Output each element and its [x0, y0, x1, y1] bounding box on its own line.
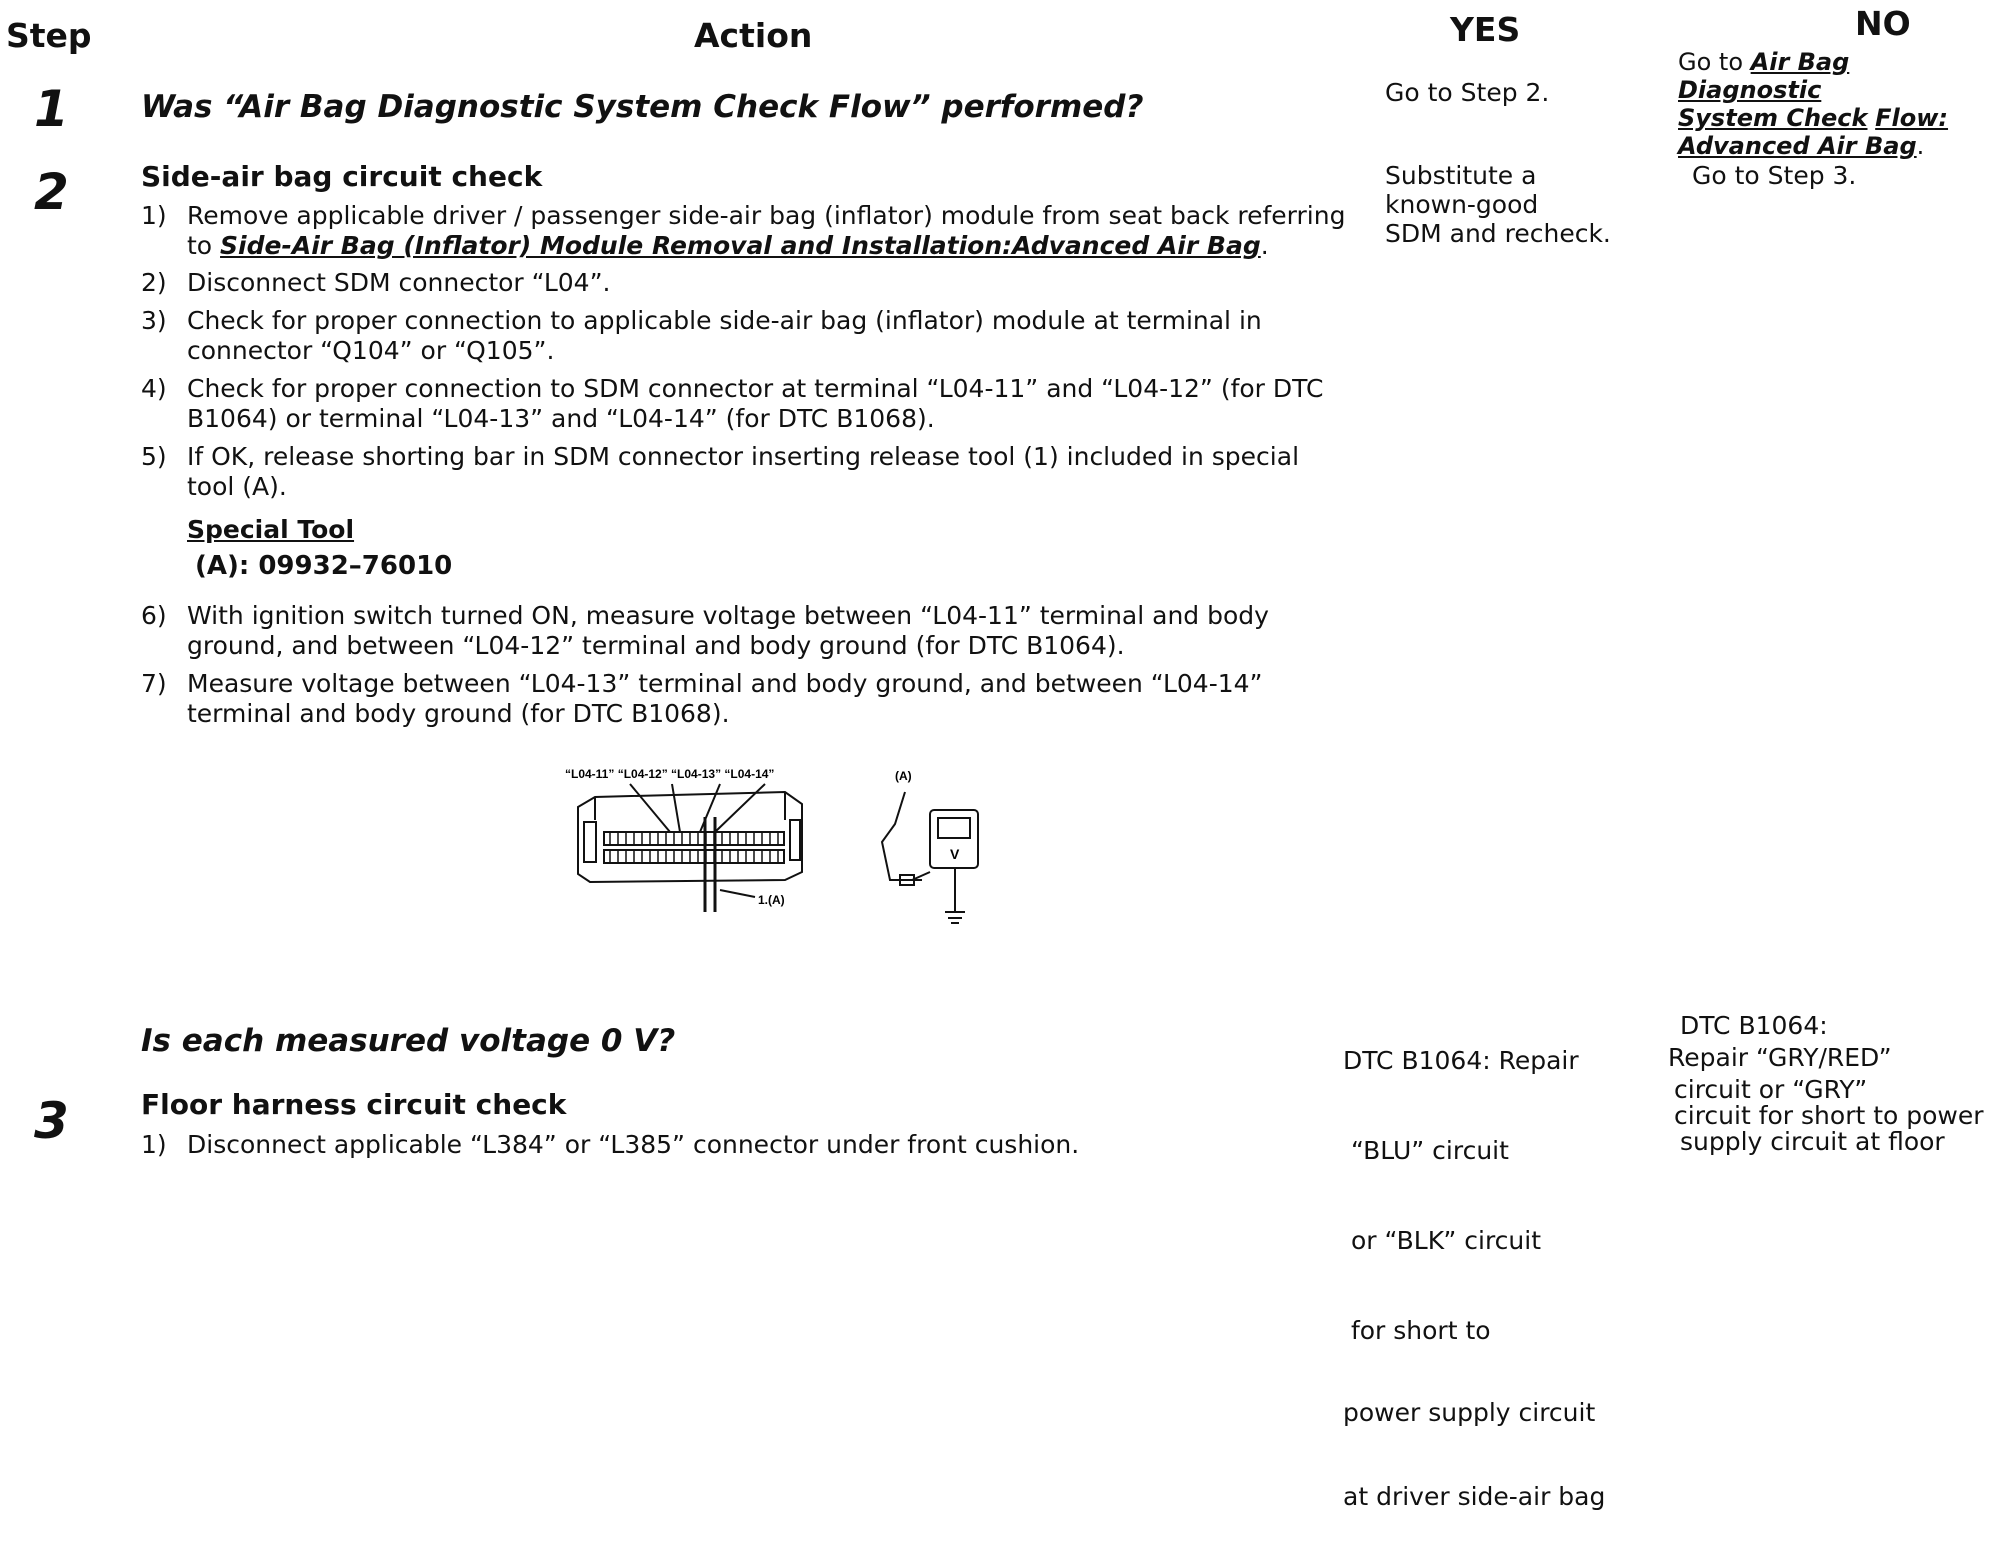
yes-line: SDM and recheck.	[1385, 219, 1611, 248]
step-1-no-link-end[interactable]: Advanced Air Bag	[1678, 132, 1917, 160]
item-text: Disconnect SDM connector “L04”.	[187, 268, 611, 297]
item-text-line2: ground, and between “L04-12” terminal an…	[187, 631, 1125, 660]
step-2-yes: Substitute a known-good SDM and recheck.	[1385, 161, 1611, 248]
no-line: Repair “GRY/RED”	[1668, 1043, 1892, 1072]
step-1-question: Was “Air Bag Diagnostic System Check Flo…	[141, 89, 1144, 125]
special-tool-value: (A): 09932–76010	[195, 551, 453, 581]
connector-icon	[577, 783, 803, 912]
item-text: If OK, release shorting bar in SDM conne…	[187, 442, 1300, 471]
voltmeter-v-label: V	[950, 846, 960, 862]
step-1-no-prefix: Go to	[1678, 48, 1751, 76]
item-text: Remove applicable driver / passenger sid…	[187, 201, 1346, 230]
no-line: circuit or “GRY”	[1674, 1075, 1868, 1104]
step-1-no-link[interactable]: Air Bag Diagnostic	[1678, 48, 1850, 104]
header-no: NO	[1855, 4, 1911, 43]
item-text: With ignition switch turned ON, measure …	[187, 601, 1269, 630]
step-2-item-6: 6) With ignition switch turned ON, measu…	[141, 601, 1401, 661]
step-2-item-4: 4) Check for proper connection to SDM co…	[141, 374, 1401, 434]
step-2-item-1: 1) Remove applicable driver / passenger …	[141, 201, 1401, 261]
step-1-no-suffix: .	[1916, 132, 1925, 160]
item-number: 3)	[141, 306, 167, 335]
no-line: supply circuit at floor	[1680, 1127, 1945, 1156]
yes-line: DTC B1064: Repair	[1343, 1046, 1579, 1075]
step-1-no: Go to Air Bag Diagnostic System Check Fl…	[1678, 48, 1998, 160]
step-2-item-3: 3) Check for proper connection to applic…	[141, 306, 1401, 366]
item-number: 2)	[141, 268, 167, 297]
step-3-no: DTC B1064: Repair “GRY/RED” circuit or “…	[1668, 1010, 1984, 1158]
yes-line: Substitute a	[1385, 161, 1537, 190]
item-number: 5)	[141, 442, 167, 471]
special-tool-label: Special Tool	[187, 515, 355, 544]
header-action: Action	[694, 16, 813, 55]
step-2-number: 2	[34, 163, 69, 221]
item-text-line2: tool (A).	[187, 472, 287, 501]
step-2-title: Side-air bag circuit check	[141, 160, 543, 193]
yes-line: “BLU” circuit	[1343, 1136, 1509, 1165]
item-text-line2: to Side-Air Bag (Inflator) Module Remova…	[187, 231, 1401, 261]
terminal-labels: “L04-11” “L04-12” “L04-13” “L04-14”	[565, 767, 774, 781]
step-3-title: Floor harness circuit check	[141, 1088, 567, 1121]
release-tool-label: 1.(A)	[758, 893, 785, 907]
step-2-question: Is each measured voltage 0 V?	[141, 1023, 676, 1059]
side-air-bag-removal-link[interactable]: Side-Air Bag (Inflator) Module Removal a…	[220, 231, 1261, 260]
no-line: circuit for short to power	[1674, 1101, 1984, 1130]
step-1-no-link-cont[interactable]: System Check	[1678, 104, 1868, 132]
yes-line: for short to	[1343, 1316, 1491, 1345]
item-text-line2: connector “Q104” or “Q105”.	[187, 336, 555, 365]
item-text: Measure voltage between “L04-13” termina…	[187, 669, 1263, 698]
sdm-connector-figure: “L04-11” “L04-12” “L04-13” “L04-14” (A) …	[565, 767, 979, 924]
header-step: Step	[6, 16, 92, 55]
yes-line: or “BLK” circuit	[1343, 1226, 1542, 1255]
yes-line: power supply circuit	[1343, 1398, 1596, 1427]
item-number: 1)	[141, 201, 167, 230]
voltmeter-icon	[880, 791, 979, 924]
step-1-no-link-flow[interactable]: Flow:	[1875, 104, 1949, 132]
step-2-item-7: 7) Measure voltage between “L04-13” term…	[141, 669, 1401, 729]
step-1-number: 1	[34, 80, 69, 138]
item-number: 7)	[141, 669, 167, 698]
item-number: 1)	[141, 1130, 167, 1159]
step-1-yes: Go to Step 2.	[1385, 78, 1550, 107]
yes-line: at driver side-air bag	[1343, 1482, 1606, 1511]
item-text: Disconnect applicable “L384” or “L385” c…	[187, 1130, 1080, 1159]
step-3-item-1: 1) Disconnect applicable “L384” or “L385…	[141, 1130, 1401, 1160]
item-text: Check for proper connection to SDM conne…	[187, 374, 1324, 403]
step-3-yes: DTC B1064: Repair “BLU” circuit or “BLK”…	[1343, 986, 1605, 1542]
item-text-line2: B1064) or terminal “L04-13” and “L04-14”…	[187, 404, 935, 433]
item-text-suffix: .	[1260, 231, 1269, 260]
no-line: DTC B1064:	[1680, 1011, 1828, 1040]
step-2-item-2: 2) Disconnect SDM connector “L04”.	[141, 268, 1401, 298]
step-3-number: 3	[34, 1092, 69, 1150]
item-text-line2: terminal and body ground (for DTC B1068)…	[187, 699, 730, 728]
header-yes: YES	[1450, 10, 1521, 49]
step-2-no: Go to Step 3.	[1692, 161, 1857, 190]
item-number: 6)	[141, 601, 167, 630]
tool-a-label: (A)	[895, 769, 912, 783]
item-text-prefix: to	[187, 231, 221, 260]
step-2-item-5: 5) If OK, release shorting bar in SDM co…	[141, 442, 1401, 502]
item-text: Check for proper connection to applicabl…	[187, 306, 1262, 335]
yes-line: known-good	[1385, 190, 1539, 219]
item-number: 4)	[141, 374, 167, 403]
